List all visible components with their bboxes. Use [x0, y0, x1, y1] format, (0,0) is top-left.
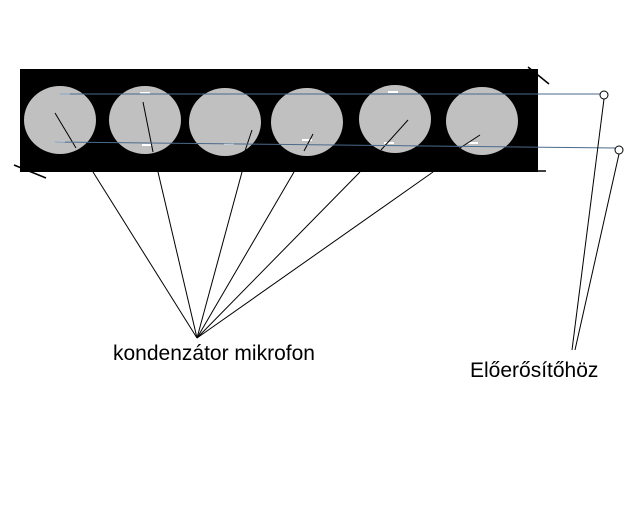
- microphone-capsule: [189, 88, 261, 156]
- capsule-lead: [303, 133, 314, 152]
- mic-callout-line: [196, 171, 361, 339]
- mic-callout-line: [157, 171, 198, 339]
- capsule-lead: [459, 134, 481, 149]
- board-corner-mark: [527, 66, 550, 85]
- capsule-leads: [54, 101, 481, 153]
- microphone-capsule: [24, 86, 96, 154]
- terminal-bottom: [614, 145, 624, 155]
- mic-callout-line: [196, 171, 243, 339]
- capsule-lead: [142, 101, 154, 153]
- microphone-capsule: [109, 86, 181, 154]
- mic-callout-line: [196, 171, 434, 339]
- capsule-lead: [380, 119, 409, 151]
- microphone-capsules: [24, 85, 518, 156]
- signal-wire-bottom: [54, 141, 616, 149]
- microphone-label: kondenzátor mikrofon: [113, 342, 315, 365]
- microphone-capsule: [271, 88, 343, 156]
- microphone-capsule: [446, 87, 518, 155]
- microphone-capsule: [359, 85, 431, 153]
- preamp-callout-line: [571, 98, 605, 351]
- mic-callout-line: [196, 171, 295, 339]
- terminal-top: [599, 90, 609, 100]
- capsule-lead: [244, 129, 253, 152]
- mic-callout-line: [92, 171, 198, 339]
- preamp-label: Előerősítőhöz: [470, 359, 599, 382]
- microphone-callout-lines: [92, 171, 434, 339]
- preamp-callout-line: [574, 153, 620, 351]
- board-corner-mark: [13, 164, 47, 179]
